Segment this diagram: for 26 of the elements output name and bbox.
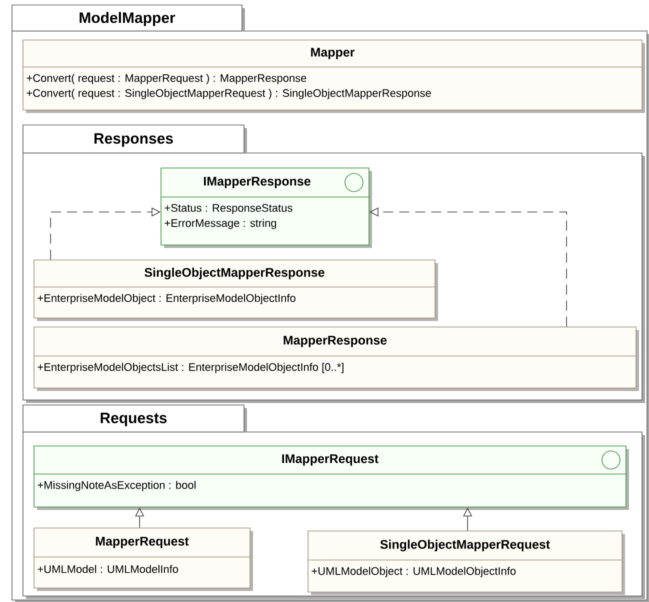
class-name: Mapper — [311, 48, 355, 60]
package-name: ModelMapper — [80, 12, 176, 26]
class-member: +EnterpriseModelObjectsList : EnterpriseModelObjectInfo [0..*] — [38, 362, 344, 374]
class-name: IMapperResponse — [204, 176, 310, 188]
class-box — [34, 326, 639, 391]
class-name: MapperRequest — [96, 536, 189, 548]
class-name: SingleObjectMapperResponse — [144, 268, 324, 280]
class-member: +UMLModel : UMLModelInfo — [38, 564, 178, 574]
class-name: IMapperRequest — [282, 454, 378, 466]
class-member: +Convert( request : MapperRequest ) : MapperResponse — [26, 74, 306, 84]
class-member: +UMLModelObject : UMLModelObjectInfo — [312, 566, 516, 578]
class-box — [308, 530, 625, 595]
class-box — [34, 528, 253, 591]
class-name: SingleObjectMapperRequest — [380, 540, 550, 552]
class-box — [160, 168, 372, 248]
class-box — [22, 40, 645, 113]
class-member: +ErrorMessage : string — [164, 218, 276, 230]
package-name: Responses — [94, 133, 173, 147]
class-member: +Status : ResponseStatus — [164, 204, 292, 214]
class-box — [34, 446, 629, 510]
class-member: +MissingNoteAsException : bool — [38, 480, 196, 492]
class-member: +Convert( request : SingleObjectMapperRequest ) : SingleObjectMapperResponse — [26, 88, 431, 100]
class-name: MapperResponse — [284, 336, 387, 348]
class-member: +EnterpriseModelObject : EnterpriseModelObjectInfo — [38, 294, 296, 304]
package-name: Requests — [100, 412, 167, 426]
class-box — [34, 260, 438, 321]
